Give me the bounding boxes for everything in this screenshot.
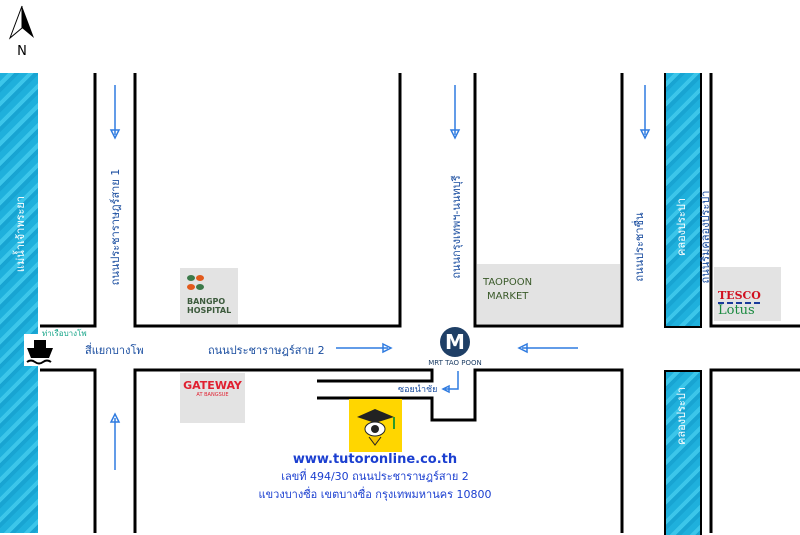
canal-bottom-label: คลองประปา [675,386,688,446]
road-pracharat2-label: ถนนประชาราษฎร์สาย 2 [208,344,325,357]
tutor-logo [349,399,402,452]
gateway-name: GATEWAY [183,379,242,392]
north-label: N [17,44,27,59]
taopoon-market: TAOPOON MARKET [477,264,620,324]
river [0,73,38,533]
river-label: แม่น้ำเจ้าพระยา [14,195,27,273]
owl-graduate-icon [357,409,395,446]
hospital-name-2: HOSPITAL [187,306,232,315]
soi-label: ซอยนำชัย [398,385,438,395]
pier [24,334,56,366]
compass: N [6,4,38,59]
bangpo-hospital: BANGPO HOSPITAL [180,268,238,324]
address-line2: แขวงบางซื่อ เขตบางซื่อ กรุงเทพมหานคร 108… [258,488,492,501]
hospital-logo-icon [187,275,204,290]
address-line1: เลขที่ 494/30 ถนนประชาราษฎร์สาย 2 [281,470,469,483]
market-name: TAOPOON [483,277,533,288]
junction-label: สี่แยกบางโพ [85,344,144,357]
canal-bottom [664,370,702,535]
hospital-name: BANGPO [187,297,226,306]
canal-top-label: คลองประปา [675,197,688,257]
lotus-text: Lotus [718,303,755,318]
market-name-2: MARKET [487,291,529,302]
canal-top [664,73,702,328]
road-rim-canal-label: ถนนริมคลองประปา [699,190,712,284]
tesco-lotus: TESCO Lotus [714,267,781,321]
road-pracha-chuen-label: ถนนประชาชื่น [633,212,646,282]
mrt-name: MRT TAO POON [428,359,482,367]
road-pracharat1-label: ถนนประชาราษฎร์สาย 1 [109,168,122,286]
mrt-station: M MRT TAO POON [420,327,490,367]
pier-label: ท่าเรือบางโพ [42,329,87,338]
website-link[interactable]: www.tutoronline.co.th [292,452,458,467]
gateway-sub: AT BANGSUE [196,392,229,398]
tesco-text: TESCO [718,289,761,304]
boat-icon [26,340,53,365]
gateway: GATEWAY AT BANGSUE [180,373,245,423]
north-arrow-icon [8,5,34,40]
road-krungthep-nonthaburi-label: ถนนกรุงเทพฯ-นนทบุรี [450,175,463,279]
mrt-icon: M [440,327,470,357]
address-block: www.tutoronline.co.th เลขที่ 494/30 ถนนป… [240,452,510,503]
